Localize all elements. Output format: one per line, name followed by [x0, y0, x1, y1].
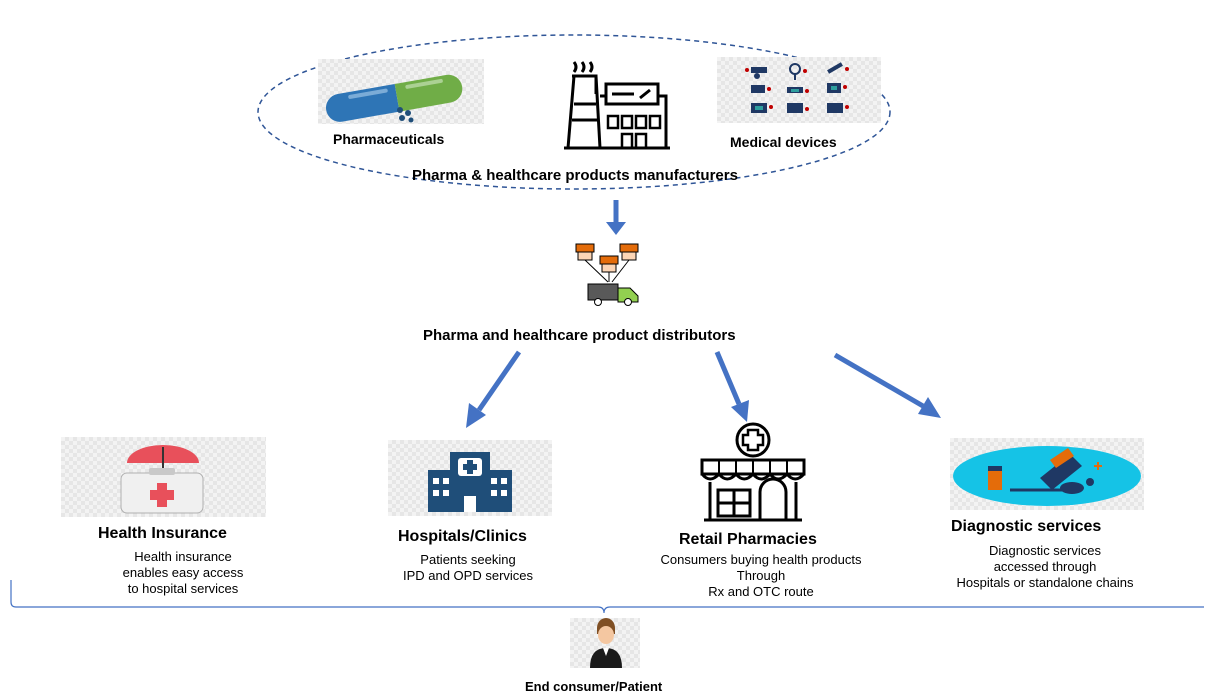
medical-devices-image	[717, 57, 881, 123]
distributors-label: Pharma and healthcare product distributo…	[423, 327, 736, 344]
manufacturers-label: Pharma & healthcare products manufacture…	[412, 167, 738, 184]
consumer-bracket	[10, 580, 1204, 614]
health-insurance-image	[61, 437, 266, 517]
capsule-icon	[326, 74, 463, 123]
health-insurance-description: Health insurance enables easy access to …	[98, 549, 268, 597]
hospital-building-icon	[428, 452, 512, 512]
hospitals-description: Patients seeking IPD and OPD services	[388, 552, 548, 584]
retail-pharmacies-description: Consumers buying health products Through…	[630, 552, 892, 600]
medical-devices-icon	[745, 62, 849, 113]
hospitals-title: Hospitals/Clinics	[398, 528, 527, 545]
person-icon	[590, 618, 622, 668]
health-insurance-line: enables easy access	[122, 565, 244, 580]
medical-devices-label: Medical devices	[730, 134, 837, 150]
retail-pharmacies-line: Rx and OTC route	[708, 584, 814, 599]
diagnostic-image	[950, 438, 1144, 510]
microscope-icon	[953, 446, 1141, 506]
distributor-icon	[575, 243, 639, 306]
diagnostic-line: Diagnostic services	[989, 543, 1101, 558]
diagnostic-description: Diagnostic services accessed through Hos…	[935, 543, 1155, 591]
health-insurance-line: to hospital services	[127, 581, 239, 596]
flow-arrows	[466, 200, 941, 428]
retail-pharmacies-line: Through	[736, 568, 786, 583]
health-insurance-line: Health insurance	[134, 549, 232, 564]
pharmacy-store-icon	[700, 422, 806, 522]
hospitals-line: IPD and OPD services	[402, 568, 534, 583]
hospitals-line: Patients seeking	[420, 552, 516, 567]
diagnostic-line: accessed through	[993, 559, 1097, 574]
retail-pharmacies-title: Retail Pharmacies	[679, 531, 817, 548]
hospital-image	[388, 440, 552, 516]
end-consumer-label: End consumer/Patient	[525, 679, 663, 694]
pharmaceuticals-label: Pharmaceuticals	[333, 131, 445, 147]
umbrella-medkit-icon	[120, 445, 204, 514]
pharmaceuticals-image	[318, 59, 484, 124]
retail-pharmacies-line: Consumers buying health products	[660, 552, 862, 567]
health-insurance-title: Health Insurance	[98, 525, 227, 542]
diagnostic-line: Hospitals or standalone chains	[956, 575, 1134, 590]
diagnostic-title: Diagnostic services	[951, 518, 1102, 535]
factory-icon	[564, 61, 670, 150]
end-consumer-image	[570, 618, 640, 668]
